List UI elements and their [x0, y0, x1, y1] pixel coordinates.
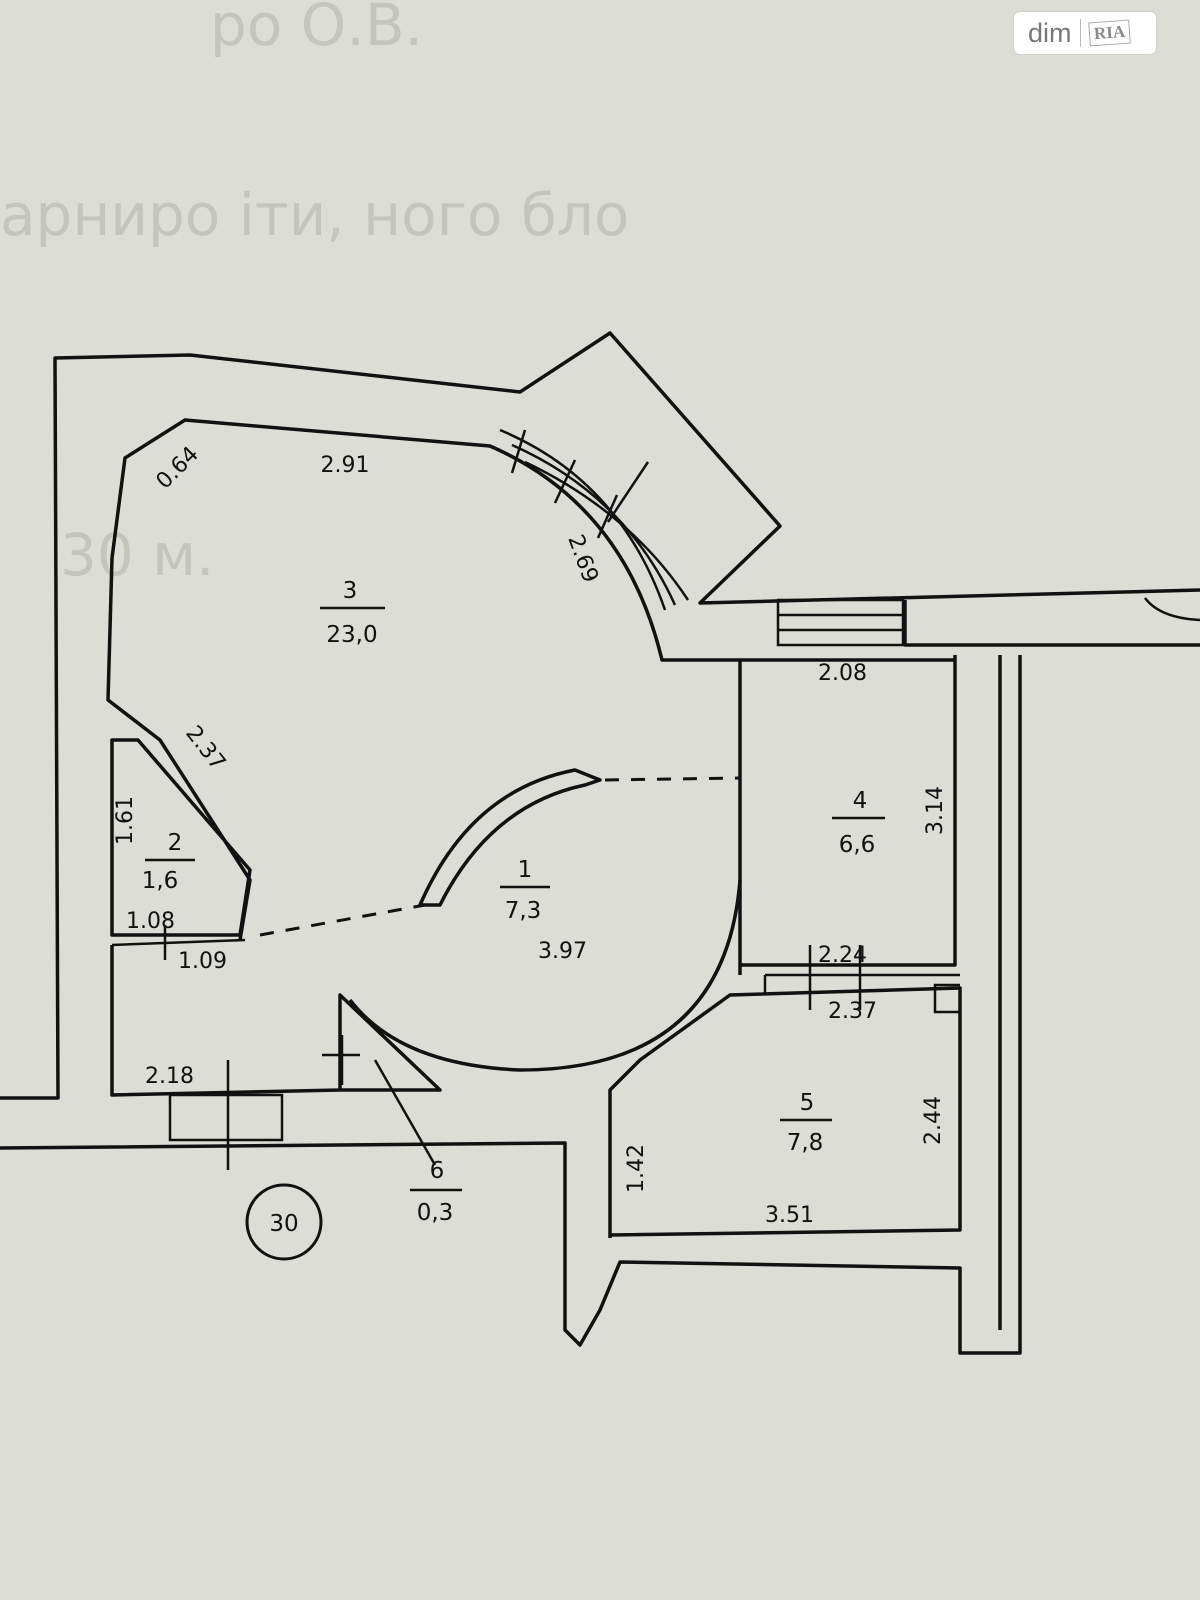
dim-1-08: 1.08 [126, 909, 175, 934]
dim-3-51: 3.51 [765, 1203, 814, 1228]
dim-1-42: 1.42 [624, 1144, 649, 1193]
balcony-window [776, 597, 1200, 647]
ghost-text-line2: арниро іти, ного бло [0, 181, 629, 249]
dim-2-24: 2.24 [818, 943, 867, 968]
room-1-arc [348, 879, 742, 1072]
room-3-west-wall [106, 557, 252, 941]
ria-logo-icon: RIA [1087, 19, 1131, 47]
ghost-text-line1: ро О.В. [210, 0, 423, 59]
apartment-number-marker: 30 [245, 1183, 323, 1261]
room-4-number: 4 [853, 788, 868, 814]
entrance-door [168, 1060, 284, 1170]
opening-room1-room2 [259, 903, 426, 937]
room-1-area: 7,3 [505, 898, 542, 924]
dim-ria-watermark: dim RIA [1014, 12, 1156, 54]
dim-1-61: 1.61 [113, 796, 138, 845]
room-2-area: 1,6 [142, 868, 179, 894]
dimension-labels: 0.64 2.91 2.69 2.37 1.61 1.08 1.09 2.18 … [113, 442, 948, 1228]
apartment-number: 30 [269, 1211, 298, 1237]
dim-1-09: 1.09 [178, 949, 227, 974]
dim-2-44: 2.44 [921, 1096, 946, 1145]
room-1-number: 1 [518, 857, 533, 883]
opening-room1-room4 [604, 776, 741, 782]
room-3-area: 23,0 [326, 622, 377, 648]
dim-3-14: 3.14 [923, 786, 948, 835]
dim-2-91: 2.91 [321, 453, 370, 478]
room-labels: 3 23,0 1 7,3 2 1,6 4 6,6 5 7,8 6 0,3 [142, 578, 885, 1226]
dim-2-37-a: 2.37 [180, 721, 230, 775]
room-5-number: 5 [800, 1090, 815, 1116]
outer-walls [0, 331, 1200, 1355]
room-6-area: 0,3 [417, 1200, 454, 1226]
dim-2-18: 2.18 [145, 1064, 194, 1089]
room-4-area: 6,6 [839, 832, 876, 858]
room-3-number: 3 [343, 578, 358, 604]
room-5-walls [608, 986, 962, 1238]
room-2-number: 2 [168, 830, 183, 856]
room-2-walls [110, 738, 252, 937]
room-4-walls [740, 658, 957, 967]
dim-2-08: 2.08 [818, 661, 867, 686]
room-5-area: 7,8 [787, 1130, 824, 1156]
dim-2-69: 2.69 [562, 532, 602, 587]
watermark-separator [1079, 19, 1081, 47]
room-2-divider [111, 938, 246, 947]
dim-2-37-b: 2.37 [828, 999, 877, 1024]
room-1-curved-screen [418, 768, 602, 907]
dim-0-64: 0.64 [152, 442, 204, 494]
room-6-number: 6 [430, 1158, 445, 1184]
watermark-dim-text: dim [1028, 17, 1072, 48]
room-6-walls [110, 945, 442, 1166]
ghost-text-line3: 30 м. [60, 521, 214, 589]
bay-window [499, 428, 690, 611]
room-3-walls [110, 418, 742, 975]
dim-3-97: 3.97 [538, 939, 587, 964]
